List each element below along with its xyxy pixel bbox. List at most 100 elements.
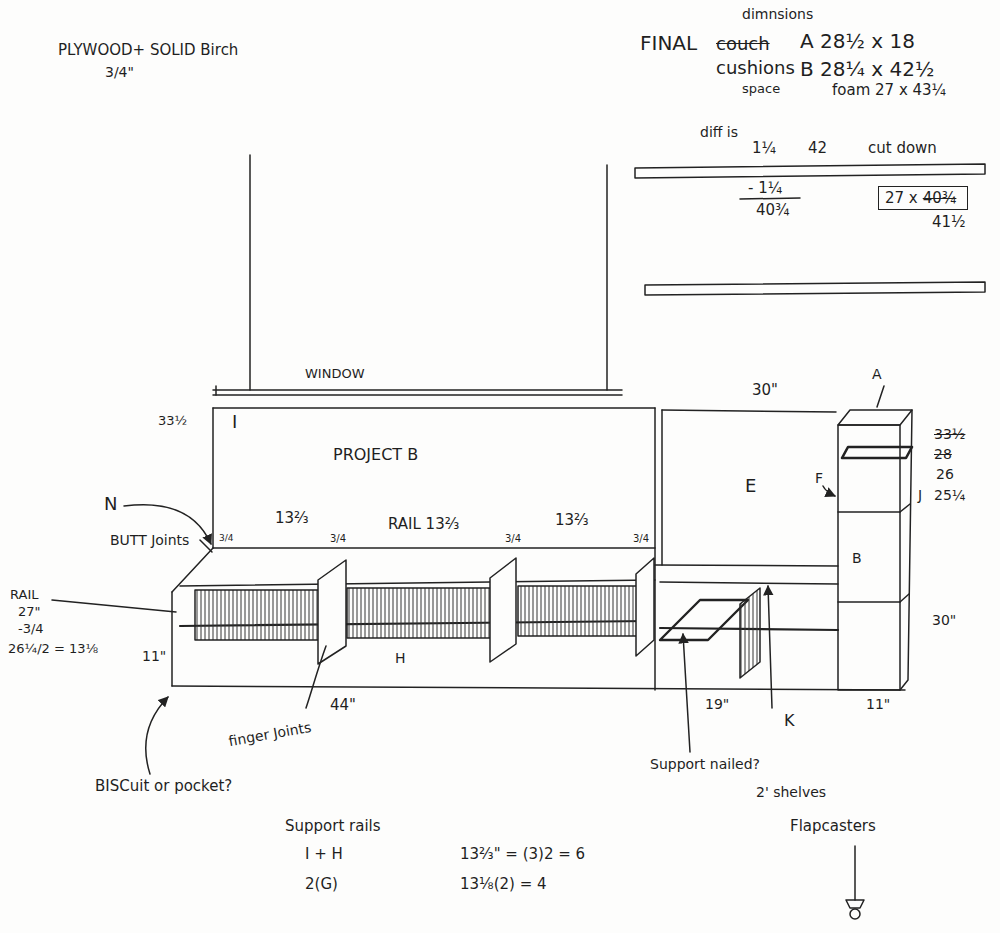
seat-edge bbox=[213, 547, 655, 549]
sketch-label: -3/4 bbox=[18, 622, 44, 637]
leader-arrow bbox=[768, 586, 772, 708]
sketch-label: 30" bbox=[932, 612, 956, 628]
sketch-label: FINAL bbox=[640, 32, 697, 55]
sketch-label: 2(G) bbox=[305, 876, 338, 893]
board-sketch bbox=[645, 282, 985, 295]
sketch-label: couch bbox=[716, 34, 770, 55]
sketch-label: 3/4 bbox=[219, 533, 233, 543]
sketch-label: 28 bbox=[934, 446, 952, 462]
sketch-label: foam 27 x 43¼ bbox=[832, 82, 946, 99]
sketch-label: 33½ bbox=[158, 414, 187, 429]
cushion-top bbox=[842, 447, 912, 458]
sketch-label: 26 bbox=[936, 466, 954, 482]
sketch-label: cut down bbox=[868, 140, 937, 157]
sketch-label: RAIL bbox=[10, 588, 38, 603]
seat-edge bbox=[171, 592, 173, 686]
sketch-label: RAIL 13⅔ bbox=[388, 516, 459, 533]
sketch-label: N bbox=[104, 494, 117, 515]
leader-line bbox=[200, 540, 212, 552]
sketch-label: PROJECT B bbox=[333, 446, 418, 464]
sketch-label: 40¾ bbox=[756, 202, 790, 219]
sketch-label: 19" bbox=[705, 696, 729, 712]
couch-back bbox=[661, 410, 663, 565]
sketch-label: - 1¼ bbox=[748, 180, 782, 197]
sketch-label: A bbox=[872, 366, 882, 382]
sketch-label: 1¼ bbox=[752, 140, 776, 157]
sketch-label: BUTT Joints bbox=[110, 532, 189, 548]
divider-panel bbox=[490, 558, 516, 662]
sketch-label: 3/4 bbox=[633, 533, 649, 545]
sketch-label: space bbox=[742, 82, 780, 97]
sketch-label: B bbox=[852, 550, 862, 566]
sketch-label: H bbox=[395, 650, 406, 666]
leader-arrow bbox=[683, 634, 690, 752]
divider-panel bbox=[318, 560, 346, 664]
sketch-label: I bbox=[232, 412, 237, 433]
sketch-label: 3/4 bbox=[505, 533, 521, 545]
shelf-line bbox=[838, 511, 900, 513]
rail-hatch bbox=[347, 588, 492, 638]
sketch-label: A 28½ x 18 bbox=[800, 30, 915, 53]
sketch-label: 33½ bbox=[934, 426, 965, 442]
shelf-line bbox=[900, 594, 909, 602]
caster-symbol bbox=[846, 900, 864, 908]
sketch-label: 27" bbox=[18, 605, 41, 620]
sketch-label: J bbox=[918, 487, 922, 503]
window-sill bbox=[215, 386, 217, 395]
leader-line bbox=[877, 386, 884, 407]
subtract-line bbox=[740, 198, 800, 199]
sketch-label: BISCuit or pocket? bbox=[95, 778, 232, 795]
cubby-top bbox=[838, 410, 912, 425]
sketch-label: 30" bbox=[752, 382, 778, 399]
sketch-label: dimnsions bbox=[742, 6, 813, 22]
leader-line bbox=[306, 646, 326, 708]
leader-arrow bbox=[146, 697, 168, 774]
seat-edge bbox=[660, 582, 838, 584]
sketch-label: 11" bbox=[142, 648, 166, 664]
sketch-label: PLYWOOD+ SOLID Birch bbox=[58, 42, 238, 59]
sketch-label: 11" bbox=[866, 696, 890, 712]
caster-symbol bbox=[854, 846, 856, 900]
sketch-label: E bbox=[745, 476, 756, 497]
sketch-label: diff is bbox=[700, 124, 738, 140]
couch-back bbox=[212, 408, 214, 548]
sketch-label: 3/4 bbox=[330, 533, 346, 545]
sketch-label: 26¼/2 = 13⅛ bbox=[8, 642, 98, 657]
sketch-label: Flapcasters bbox=[790, 818, 876, 835]
window-sill bbox=[213, 394, 622, 396]
support-panel bbox=[660, 600, 748, 640]
cubby-tower bbox=[838, 425, 900, 690]
sketch-label: 41½ bbox=[932, 214, 966, 231]
sketch-label: 3/4" bbox=[105, 64, 134, 80]
sketch-label: F bbox=[815, 470, 823, 486]
shelf-line bbox=[838, 601, 900, 603]
sketch-label: 25¼ bbox=[934, 487, 965, 503]
sketch-label: 13⅛(2) = 4 bbox=[460, 876, 547, 893]
node-text: 27 x bbox=[885, 189, 918, 207]
caster-symbol bbox=[850, 909, 860, 919]
sketch-label: K bbox=[784, 712, 795, 730]
divider-panel bbox=[636, 558, 654, 656]
leader-arrow bbox=[823, 486, 835, 496]
sketch-label: 2' shelves bbox=[756, 784, 826, 800]
sketch-label: 13⅔ bbox=[555, 512, 589, 529]
seat-edge bbox=[655, 565, 838, 566]
window-sill bbox=[213, 389, 622, 391]
sketch-label: WINDOW bbox=[305, 367, 365, 382]
window-frame bbox=[249, 155, 251, 390]
node-text: 40¾ bbox=[923, 189, 957, 207]
rail-hatch bbox=[195, 590, 320, 640]
shelf-line bbox=[900, 504, 910, 512]
sketch-label: 42 bbox=[808, 140, 827, 157]
sketch-label: 44" bbox=[330, 697, 356, 714]
couch-back bbox=[662, 410, 836, 412]
sketch-label: I + H bbox=[305, 846, 343, 863]
sketch-label: Support rails bbox=[285, 818, 381, 835]
sketch-label: B 28¼ x 42½ bbox=[800, 58, 934, 81]
board-sketch bbox=[635, 164, 985, 178]
seat-edge bbox=[172, 686, 905, 690]
seat-edge bbox=[180, 580, 655, 586]
sketch-label: 13⅔" = (3)2 = 6 bbox=[460, 846, 585, 863]
